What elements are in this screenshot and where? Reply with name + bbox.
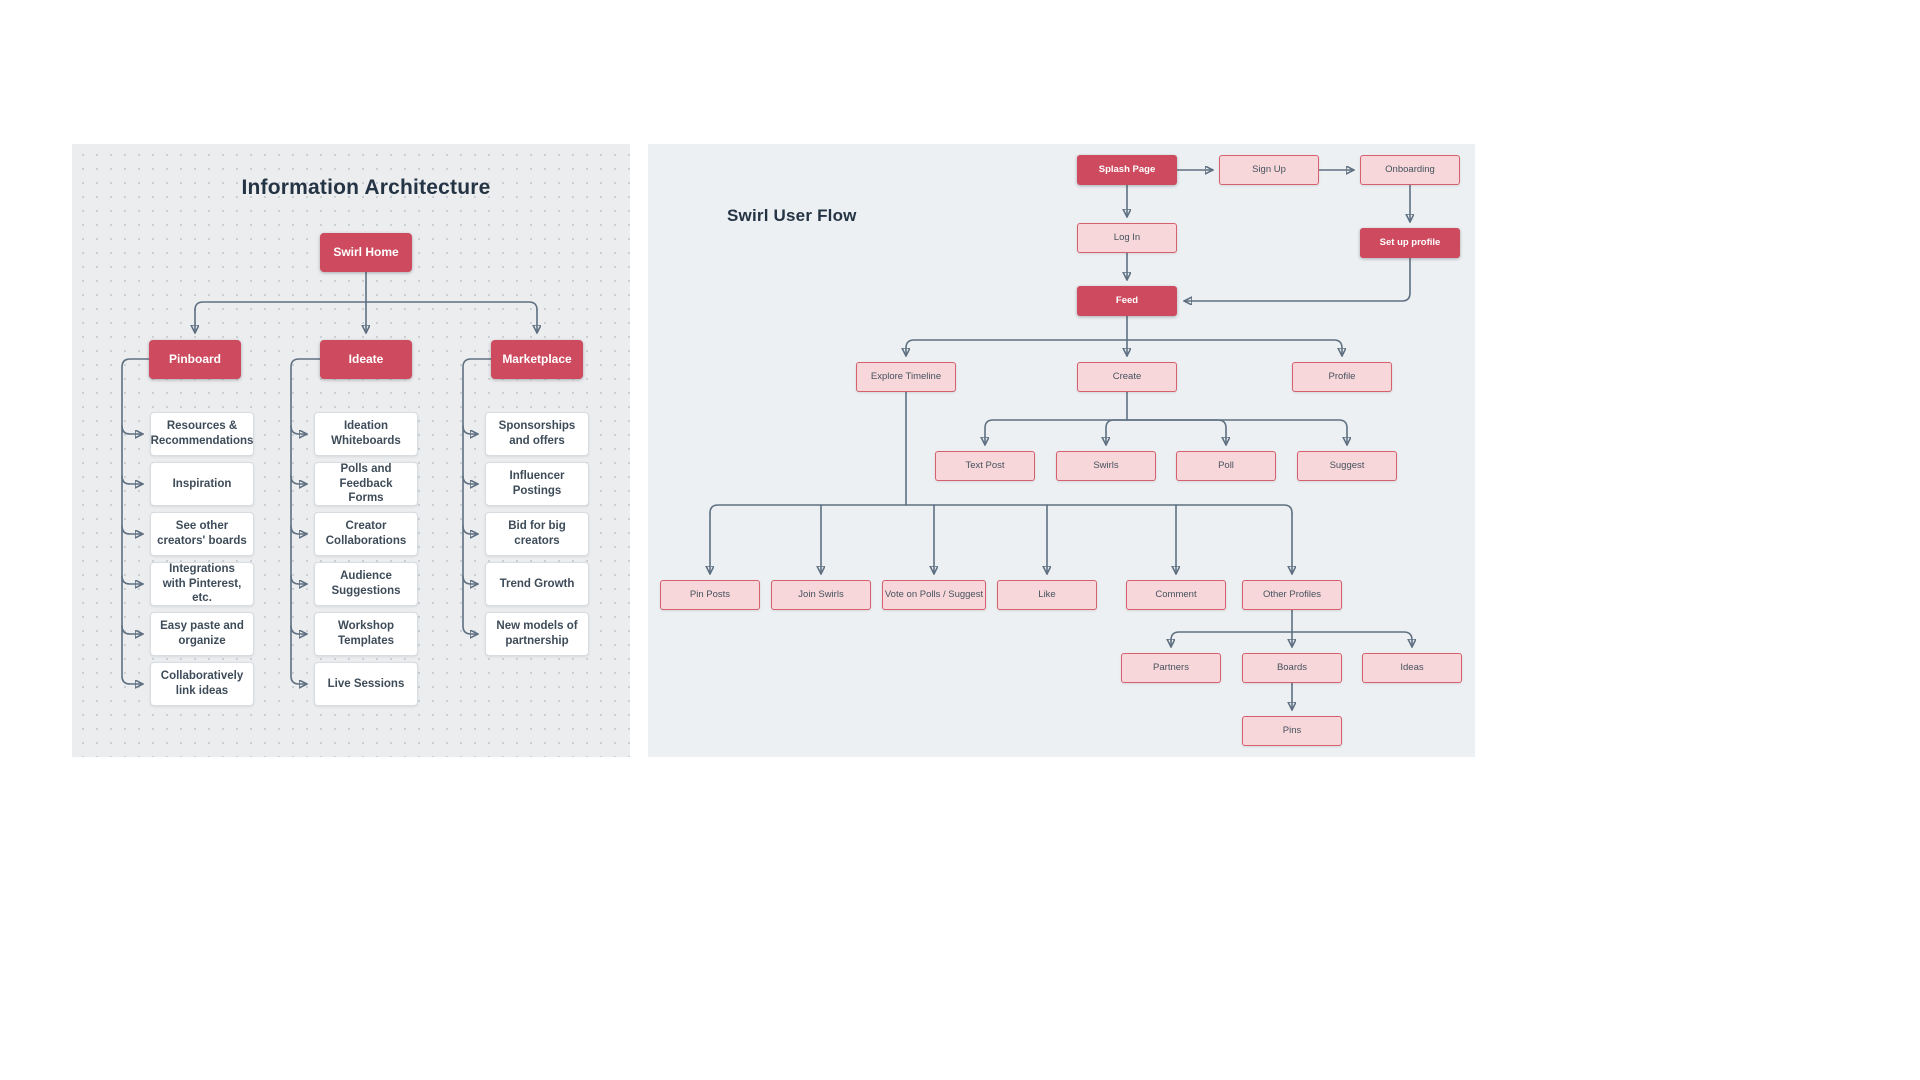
flow-node-pins[interactable]: Pins — [1242, 716, 1342, 746]
ia-panel: Information Architecture Swirl Home Pinb… — [72, 144, 630, 757]
ia-title: Information Architecture — [241, 176, 491, 199]
flow-node-splash-page[interactable]: Splash Page — [1077, 155, 1177, 185]
flow-node-sign-up[interactable]: Sign Up — [1219, 155, 1319, 185]
ia-node-ideation-whiteboards[interactable]: Ideation Whiteboards — [314, 412, 418, 456]
ia-node-sponsorships-offers[interactable]: Sponsorships and offers — [485, 412, 589, 456]
ia-node-marketplace[interactable]: Marketplace — [491, 340, 583, 379]
ia-node-influencer-postings[interactable]: Influencer Postings — [485, 462, 589, 506]
user-flow-panel: Swirl User Flow Splash Page Sign Up Onbo… — [648, 144, 1475, 757]
ia-node-live-sessions[interactable]: Live Sessions — [314, 662, 418, 706]
ia-node-new-models-partnership[interactable]: New models of partnership — [485, 612, 589, 656]
flow-node-feed[interactable]: Feed — [1077, 286, 1177, 316]
ia-node-resources-recommendations[interactable]: Resources & Recommendations — [150, 412, 254, 456]
flow-node-set-up-profile[interactable]: Set up profile — [1360, 228, 1460, 258]
flow-node-other-profiles[interactable]: Other Profiles — [1242, 580, 1342, 610]
flow-node-join-swirls[interactable]: Join Swirls — [771, 580, 871, 610]
flow-node-like[interactable]: Like — [997, 580, 1097, 610]
flow-node-onboarding[interactable]: Onboarding — [1360, 155, 1460, 185]
ia-node-workshop-templates[interactable]: Workshop Templates — [314, 612, 418, 656]
ia-node-inspiration[interactable]: Inspiration — [150, 462, 254, 506]
flow-node-comment[interactable]: Comment — [1126, 580, 1226, 610]
flow-node-boards[interactable]: Boards — [1242, 653, 1342, 683]
flow-node-partners[interactable]: Partners — [1121, 653, 1221, 683]
flow-node-swirls[interactable]: Swirls — [1056, 451, 1156, 481]
ia-node-ideate[interactable]: Ideate — [320, 340, 412, 379]
ia-node-trend-growth[interactable]: Trend Growth — [485, 562, 589, 606]
flow-node-profile[interactable]: Profile — [1292, 362, 1392, 392]
ia-node-pinboard[interactable]: Pinboard — [149, 340, 241, 379]
ia-node-creator-collaborations[interactable]: Creator Collaborations — [314, 512, 418, 556]
ia-node-swirl-home[interactable]: Swirl Home — [320, 233, 412, 272]
flow-node-vote-on-polls-suggest[interactable]: Vote on Polls / Suggest — [882, 580, 986, 610]
user-flow-title: Swirl User Flow — [727, 206, 857, 225]
flow-node-log-in[interactable]: Log In — [1077, 223, 1177, 253]
flow-node-text-post[interactable]: Text Post — [935, 451, 1035, 481]
ia-node-see-other-creators-boards[interactable]: See other creators' boards — [150, 512, 254, 556]
flow-node-suggest[interactable]: Suggest — [1297, 451, 1397, 481]
ia-node-collaboratively-link-ideas[interactable]: Collaboratively link ideas — [150, 662, 254, 706]
flow-node-ideas[interactable]: Ideas — [1362, 653, 1462, 683]
ia-node-easy-paste-organize[interactable]: Easy paste and organize — [150, 612, 254, 656]
ia-node-bid-for-big-creators[interactable]: Bid for big creators — [485, 512, 589, 556]
flow-node-create[interactable]: Create — [1077, 362, 1177, 392]
ia-node-integrations-pinterest[interactable]: Integrations with Pinterest, etc. — [150, 562, 254, 606]
flow-node-poll[interactable]: Poll — [1176, 451, 1276, 481]
flow-node-pin-posts[interactable]: Pin Posts — [660, 580, 760, 610]
ia-node-audience-suggestions[interactable]: Audience Suggestions — [314, 562, 418, 606]
ia-node-polls-feedback-forms[interactable]: Polls and Feedback Forms — [314, 462, 418, 506]
flow-node-explore-timeline[interactable]: Explore Timeline — [856, 362, 956, 392]
